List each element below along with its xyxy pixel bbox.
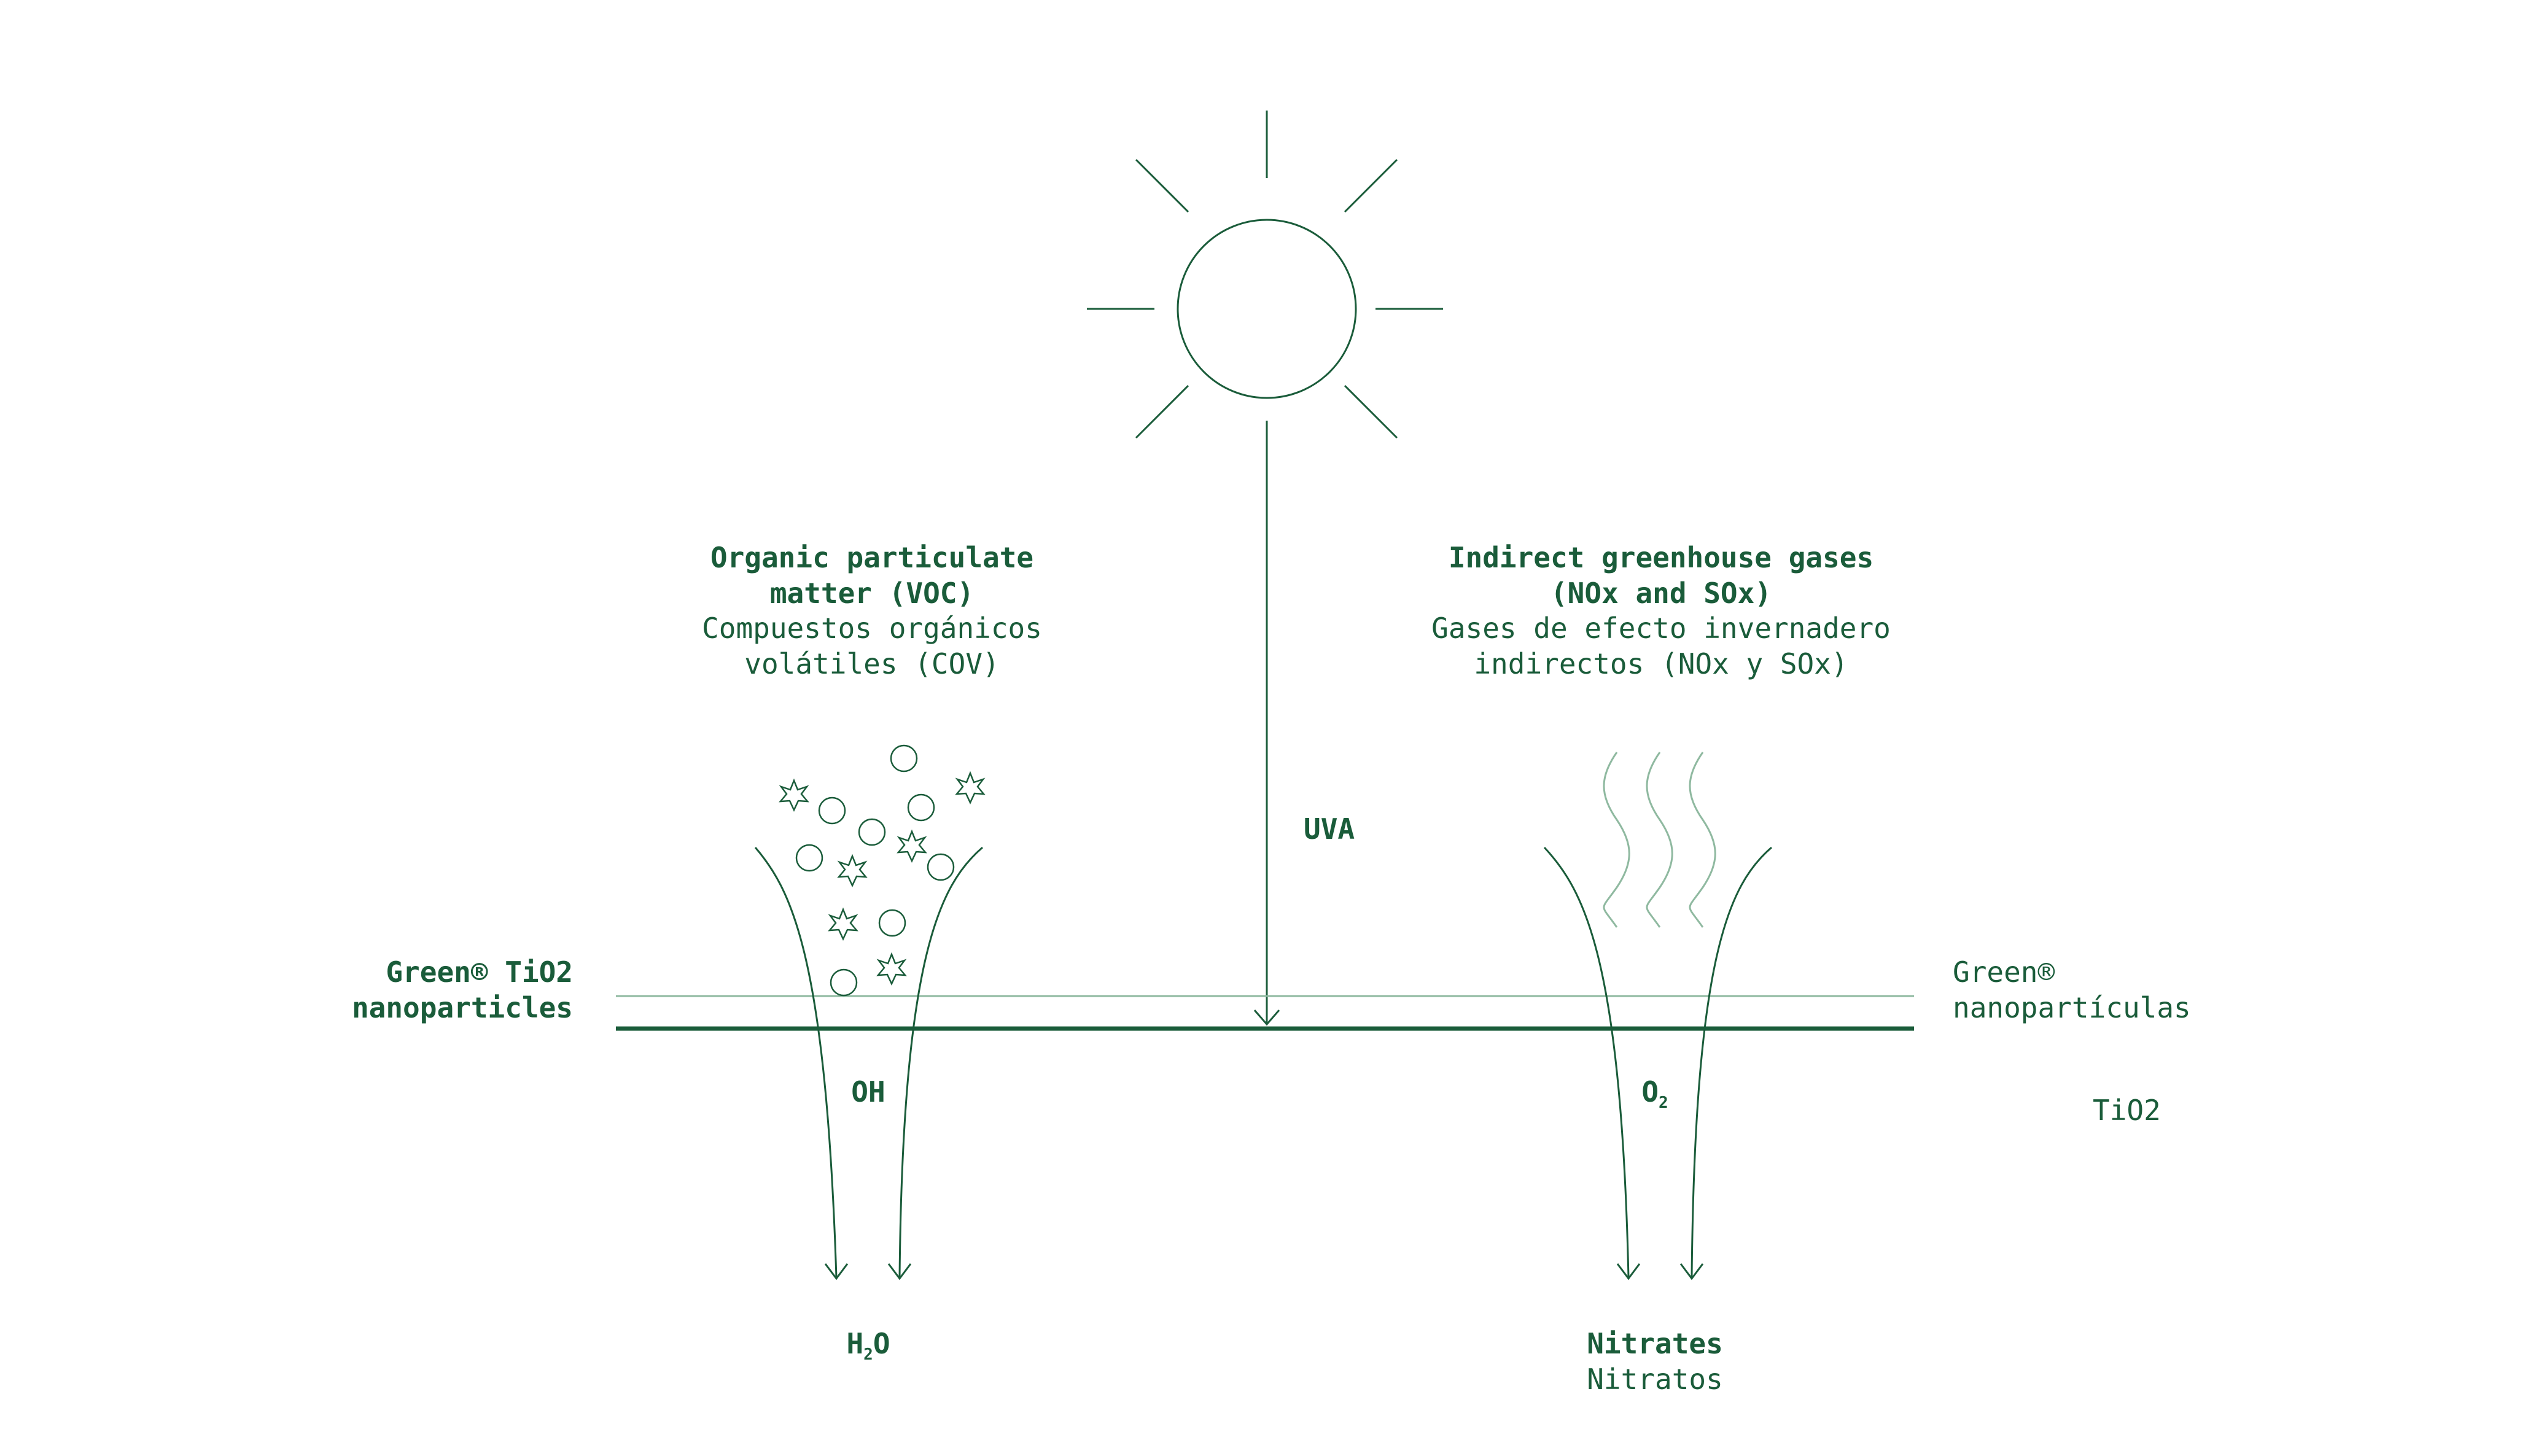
ghg-sub-line1: Gases de efecto invernadero (1431, 612, 1891, 645)
voc-title-line2: matter (VOC) (769, 576, 975, 610)
sun-icon (1087, 111, 1443, 439)
h2o-label: H2O (846, 1326, 890, 1365)
tio2-left-line2: nanoparticles (351, 991, 573, 1024)
particle-circle-icon (878, 909, 906, 937)
particle-star-icon (828, 908, 858, 940)
ghg-sub-line2: indirectos (NOx y SOx) (1474, 647, 1848, 680)
sun-ray (1135, 158, 1189, 213)
particle-star-icon (897, 830, 927, 862)
h2o-sub: 2 (863, 1345, 873, 1364)
sun-ray (1344, 158, 1398, 213)
sun-ray (1344, 384, 1398, 439)
particle-circle-icon (907, 793, 935, 822)
ghg-title-line2: (NOx and SOx) (1550, 576, 1772, 610)
particle-circle-icon (858, 818, 886, 846)
uva-arrow (1253, 421, 1280, 1026)
tio2-right-line1: Green® (1953, 956, 2055, 989)
ghg-label: Indirect greenhouse gases (NOx and SOx) … (1431, 540, 1891, 682)
particle-circle-icon (890, 744, 918, 773)
ghg-funnel (1543, 846, 1772, 1280)
tio2-right-line3: TiO2 (2093, 1094, 2161, 1127)
nitrates-title: Nitrates (1587, 1327, 1723, 1360)
oh-label: OH (851, 1075, 885, 1108)
nitrates-label: Nitrates Nitratos (1587, 1326, 1723, 1397)
voc-sub-line1: Compuestos orgánicos (702, 612, 1042, 645)
tio2-right-line2: nanopartículas (1953, 991, 2191, 1024)
tio2-right-label: Green® nanopartículas (1953, 955, 2191, 1026)
particle-circle-icon (830, 968, 858, 997)
o2-sub: 2 (1659, 1094, 1668, 1112)
nitrates-sub: Nitratos (1587, 1362, 1723, 1396)
tio2-left-line1: Green® TiO2 (386, 956, 573, 989)
o2-base: O (1641, 1075, 1659, 1108)
voc-particles (795, 744, 955, 997)
o2-label: O2 (1641, 1075, 1668, 1113)
voc-funnel (754, 846, 983, 1280)
particle-circle-icon (795, 844, 823, 872)
h2o-o: O (873, 1327, 890, 1360)
sun-disc (1177, 219, 1357, 399)
voc-stars (779, 772, 985, 985)
gas-waves-icon (1603, 752, 1716, 928)
voc-title-line1: Organic particulate (710, 541, 1034, 574)
voc-sub-line2: volátiles (COV) (744, 647, 1000, 680)
particle-circle-icon (818, 796, 846, 825)
particle-star-icon (779, 779, 809, 811)
uva-label: UVA (1304, 812, 1355, 846)
sun-ray (1135, 384, 1189, 439)
particle-star-icon (877, 953, 906, 985)
tio2-left-label: Green® TiO2 nanoparticles (352, 955, 573, 1026)
ghg-title-line1: Indirect greenhouse gases (1448, 541, 1874, 574)
voc-label: Organic particulate matter (VOC) Compues… (702, 540, 1042, 682)
particle-star-icon (838, 855, 867, 887)
particle-circle-icon (927, 853, 955, 881)
particle-star-icon (955, 772, 985, 804)
h2o-h: H (846, 1327, 864, 1360)
